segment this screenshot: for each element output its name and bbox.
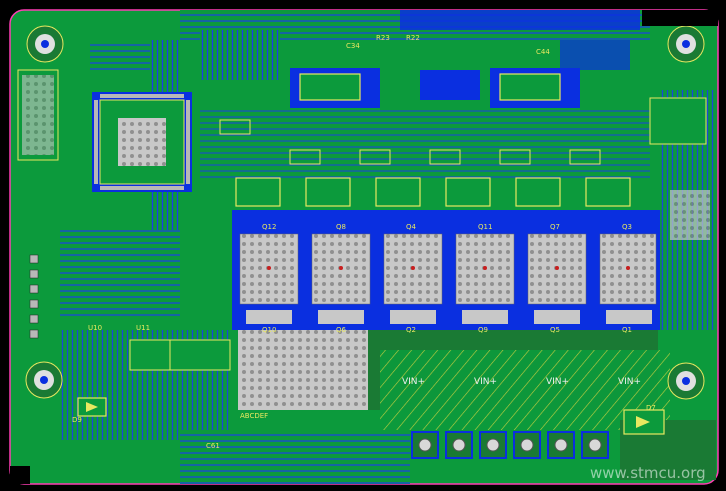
silk-vin-label-2: VIN+	[474, 377, 497, 387]
gate-driver-row	[200, 30, 630, 108]
corner-black-top-right	[642, 10, 718, 26]
copper-mosfet-pour	[232, 210, 662, 330]
mounting-hole-bottom-left	[25, 361, 63, 399]
silk-components	[219, 119, 601, 165]
right-connector-block	[670, 190, 710, 240]
silk-vin-label-4: VIN+	[618, 377, 641, 387]
vin-hatch-area	[380, 350, 670, 430]
silk-ref-u11: U11	[136, 324, 150, 332]
copper-left-lower	[60, 230, 180, 320]
silk-ref-q7: Q7	[550, 223, 560, 231]
silk-ref-q11: Q11	[478, 223, 492, 231]
silk-ref-q8: Q8	[336, 223, 346, 231]
left-header-pads	[22, 75, 54, 155]
left-connector-pads	[29, 254, 39, 339]
silk-ref-c61: C61	[206, 442, 220, 450]
silk-ref-r22: R22	[406, 34, 420, 42]
mosfet-array	[239, 233, 657, 324]
small-transistor-row	[235, 177, 631, 207]
silk-ref-q10: Q10	[262, 326, 276, 334]
silk-ref-q3: Q3	[622, 223, 632, 231]
silk-rev-code: ABCDEF	[240, 412, 268, 420]
bottom-terminal-holes	[418, 438, 602, 452]
lower-ic-row	[129, 339, 231, 371]
silk-ref-q6: Q6	[336, 326, 347, 334]
mounting-hole-top-right	[667, 25, 705, 63]
silk-ref-r23: R23	[376, 34, 390, 42]
mounting-hole-bottom-right	[667, 362, 705, 400]
passive-field	[200, 110, 650, 180]
silk-ref-c34: C34	[346, 42, 360, 50]
diode-markers	[77, 397, 665, 435]
right-upper-ic	[649, 97, 707, 145]
mounting-hole-top-left	[26, 25, 64, 63]
silk-ref-u10: U10	[88, 324, 102, 332]
corner-black-bottom-left	[10, 466, 30, 484]
lower-via-field	[238, 330, 368, 410]
mcu-chip	[92, 92, 192, 192]
silk-ref-q1: Q1	[622, 326, 632, 334]
bottom-copper-strip	[180, 430, 410, 484]
silk-ref-d9: D9	[72, 416, 82, 424]
silk-ref-q12: Q12	[262, 223, 276, 231]
watermark-text: www.stmcu.org	[590, 464, 706, 482]
silk-ref-q4: Q4	[406, 223, 417, 231]
silk-ref-q9: Q9	[478, 326, 488, 334]
silk-ref-q2: Q2	[406, 326, 416, 334]
silk-ref-c44: C44	[536, 48, 550, 56]
silk-ref-d7: D7	[646, 404, 656, 412]
silk-ref-q5: Q5	[550, 326, 560, 334]
copper-top-pour	[400, 10, 640, 30]
silk-vin-label-1: VIN+	[402, 377, 425, 387]
silk-vin-label-3: VIN+	[546, 377, 569, 387]
